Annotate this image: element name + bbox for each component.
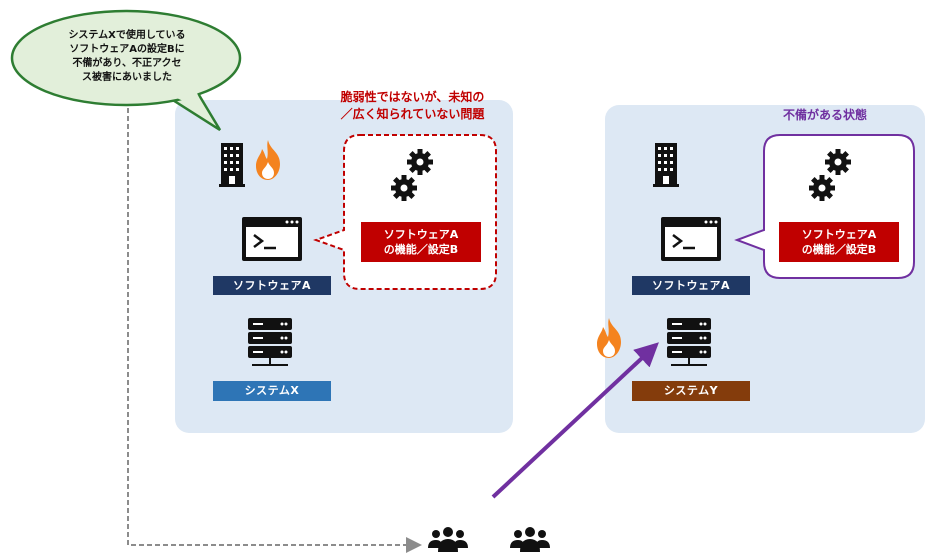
dashed-connector xyxy=(127,108,422,553)
system-x-label: システムX xyxy=(213,381,331,401)
people-group-icon xyxy=(428,527,468,552)
feature-line: ソフトウェアA xyxy=(383,228,459,241)
speech-bubble xyxy=(10,9,242,132)
speech-line: ソフトウェアAの設定Bに xyxy=(69,44,185,55)
speech-line: 不備があり、不正アクセ xyxy=(72,58,182,69)
speech-line: システムXで使用している xyxy=(68,30,186,41)
gears-icon xyxy=(809,149,851,201)
note-line: ／広く知られていない問題 xyxy=(340,107,485,121)
feature-line: の機能／設定B xyxy=(801,243,877,256)
software-a-label: ソフトウェアA xyxy=(213,276,331,295)
server-icon xyxy=(248,318,292,366)
feature-line: ソフトウェアA xyxy=(801,228,877,241)
attack-arrow xyxy=(491,342,659,499)
feature-setting-box: ソフトウェアA の機能／設定B xyxy=(779,222,899,262)
feature-setting-box: ソフトウェアA の機能／設定B xyxy=(361,222,481,262)
gears-icon xyxy=(391,149,433,201)
terminal-window-icon xyxy=(242,217,302,261)
system-y-label: システムY xyxy=(632,381,750,401)
building-icon xyxy=(219,143,245,187)
people-group-icon xyxy=(510,527,550,552)
feature-line: の機能／設定B xyxy=(383,243,459,256)
unknown-issue-note: 脆弱性ではないが、未知の ／広く知られていない問題 xyxy=(300,89,525,123)
terminal-window-icon xyxy=(661,217,721,261)
left-callout xyxy=(313,134,497,290)
note-line: 脆弱性ではないが、未知の xyxy=(340,90,485,104)
speech-line: ス被害にあいました xyxy=(82,72,172,83)
software-a-label: ソフトウェアA xyxy=(632,276,750,295)
speech-bubble-text: システムXで使用している ソフトウェアAの設定Bに 不備があり、不正アクセ ス被… xyxy=(32,29,222,85)
building-icon xyxy=(653,143,679,187)
fire-icon xyxy=(256,140,280,180)
server-icon xyxy=(667,318,711,366)
defect-state-note: 不備がある状態 xyxy=(783,108,868,122)
fire-icon xyxy=(597,318,621,358)
